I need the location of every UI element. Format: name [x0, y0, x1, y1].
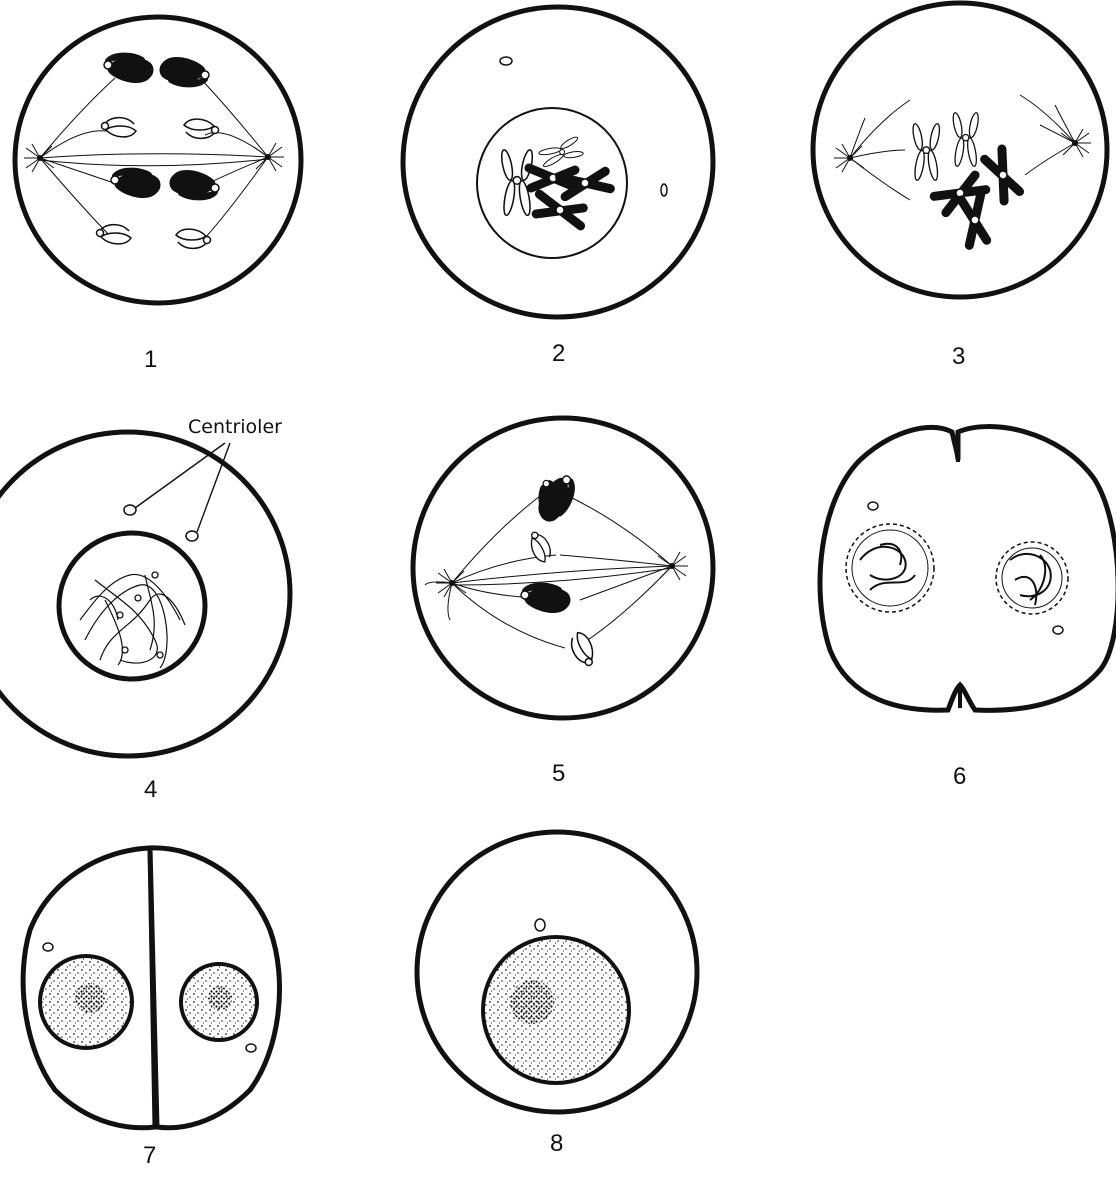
cell-3 — [813, 3, 1107, 297]
cell-4: Centrioler — [0, 416, 290, 756]
cell-2-label: 2 — [552, 340, 565, 367]
cell-6-label: 6 — [953, 763, 966, 790]
cell-6 — [820, 427, 1116, 711]
centriole-label: Centrioler — [188, 416, 282, 438]
cell-1-label: 1 — [144, 346, 157, 373]
cell-7 — [23, 848, 279, 1128]
cell-5-label: 5 — [552, 760, 565, 787]
cell-8 — [417, 832, 697, 1112]
cell-7-label: 7 — [143, 1142, 156, 1169]
cell-8-label: 8 — [550, 1130, 563, 1157]
cell-2 — [403, 7, 713, 317]
cell-4-label: 4 — [144, 776, 157, 803]
cell-1 — [15, 17, 301, 303]
cell-5 — [413, 418, 713, 718]
cell-3-label: 3 — [952, 343, 965, 370]
